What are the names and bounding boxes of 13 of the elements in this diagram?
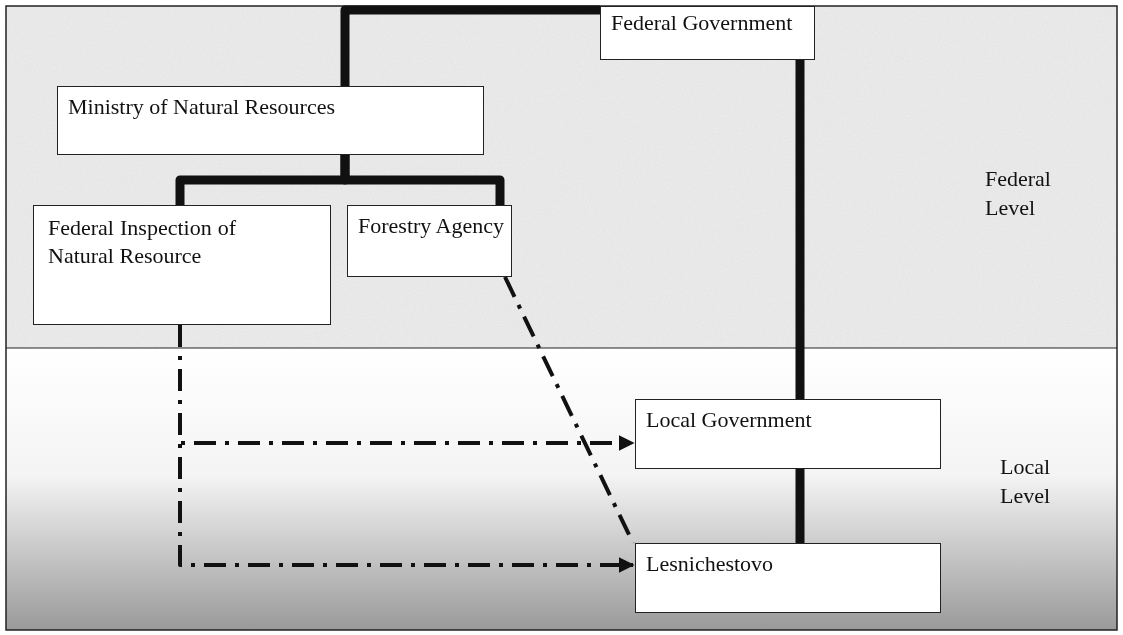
org-box: Lesnichestovo <box>635 543 941 613</box>
org-box: Ministry of Natural Resources <box>57 86 484 155</box>
level-label: Federal Level <box>985 165 1052 222</box>
dash-dot-line <box>503 276 635 544</box>
connector-line <box>340 155 505 205</box>
org-box: Local Government <box>635 399 941 469</box>
connector-line <box>795 60 805 399</box>
org-box: Federal Government <box>600 6 815 60</box>
org-box: Federal Inspection of Natural Resource <box>33 205 331 325</box>
connector-line <box>340 5 600 86</box>
connector-line <box>795 469 805 543</box>
level-label: Local Level <box>1000 453 1052 510</box>
org-box: Forestry Agency <box>347 205 512 277</box>
